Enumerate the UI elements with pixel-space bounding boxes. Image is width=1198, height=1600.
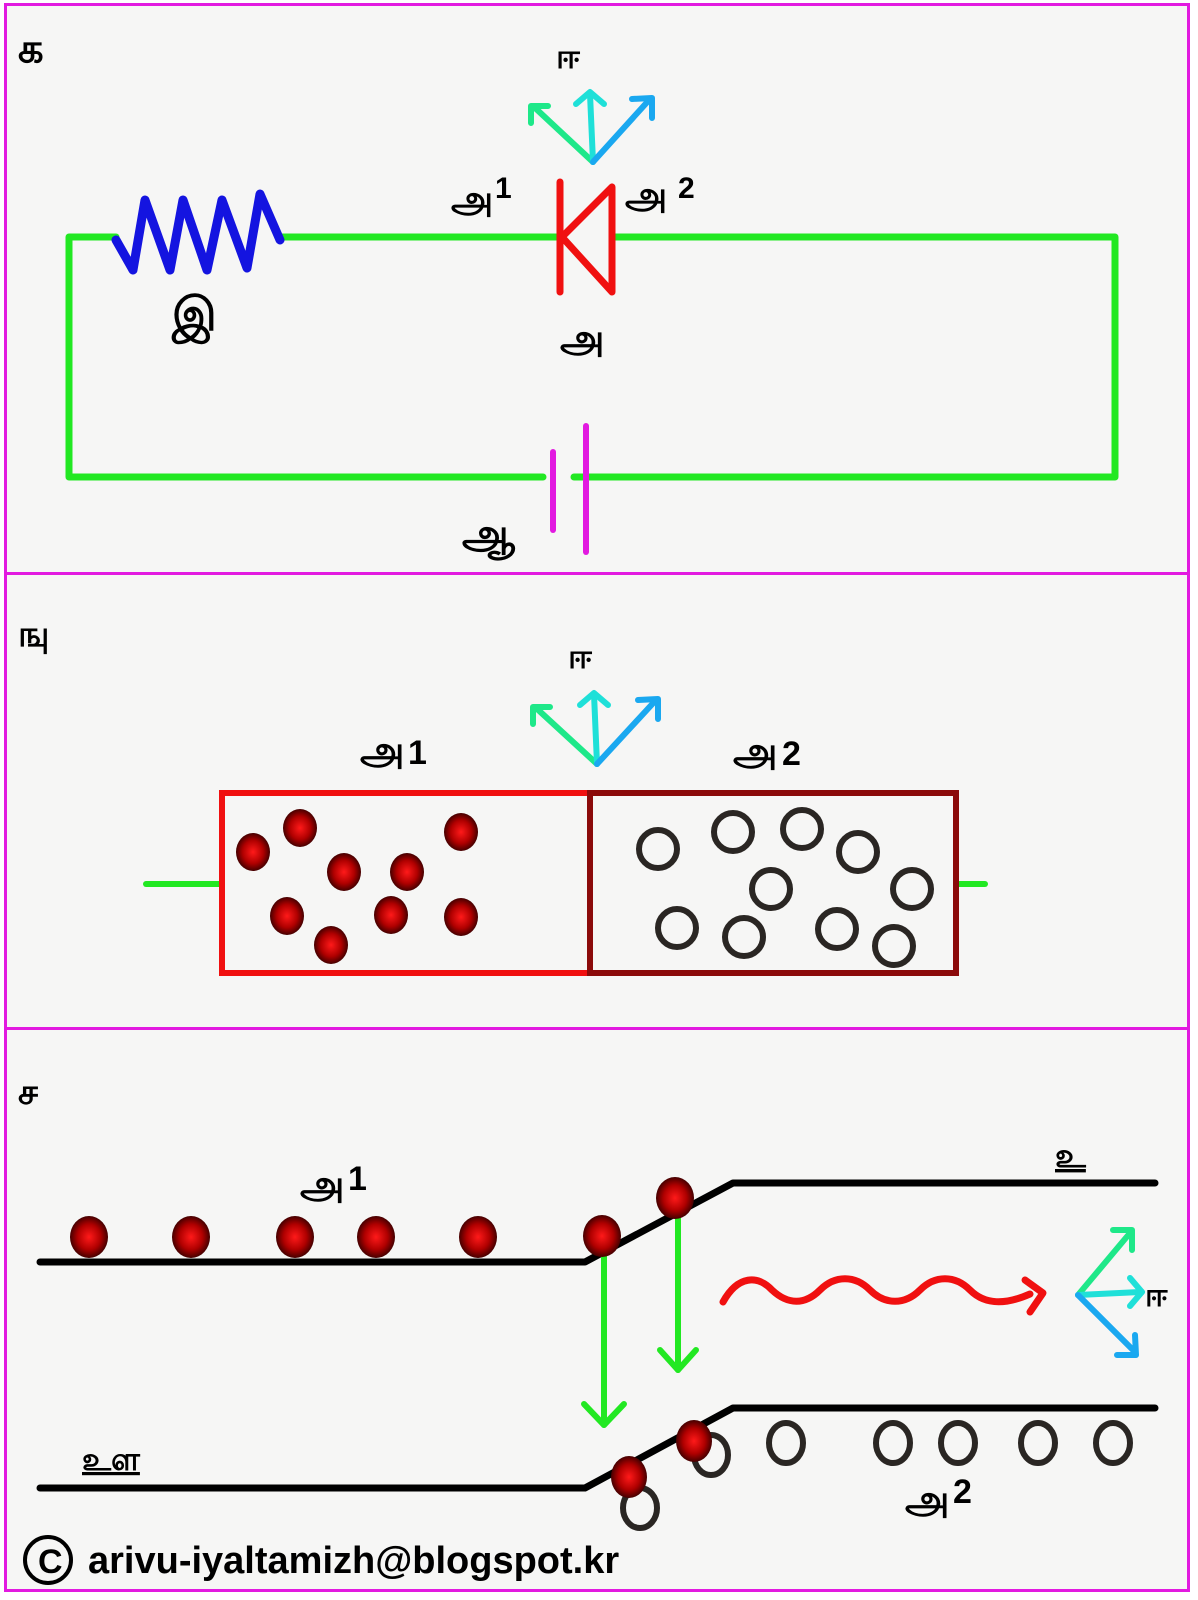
electron	[70, 1216, 108, 1258]
electron	[327, 853, 361, 891]
p-region-subscript: 2	[782, 735, 801, 773]
electron	[390, 853, 424, 891]
cathode-subscript: 2	[678, 172, 695, 205]
conduction-band-line	[36, 1179, 1159, 1266]
footer-credit: arivu-iyaltamizh@blogspot.kr	[88, 1540, 619, 1582]
electron	[583, 1215, 621, 1257]
diode-label: அ	[560, 316, 604, 362]
electron	[459, 1216, 497, 1258]
hole	[815, 907, 859, 951]
hole	[836, 830, 880, 874]
electron	[444, 813, 478, 851]
hole	[655, 906, 699, 950]
valence-band-line	[36, 1404, 1159, 1492]
photon-wave-arrowhead	[1021, 1276, 1047, 1316]
electron	[357, 1216, 395, 1258]
hole	[873, 1420, 913, 1466]
light-label-a: ஈ	[556, 37, 581, 77]
hole	[766, 1420, 806, 1466]
panel-label-ka: க	[18, 26, 44, 72]
battery-label: ஆ	[462, 509, 516, 561]
anode-label: அ	[451, 177, 493, 221]
anode-subscript: 1	[495, 172, 512, 205]
n-side-subscript: 1	[348, 1160, 367, 1198]
light-label-b: ஈ	[568, 637, 593, 677]
n-side-label: அ	[300, 1162, 344, 1208]
light-label-c: ஈ	[1145, 1276, 1168, 1314]
resistor-label: இ	[171, 287, 217, 345]
conduction-band-electrons	[70, 1177, 712, 1498]
electron	[314, 926, 348, 964]
copyright-icon	[23, 1535, 73, 1585]
p-region-holes	[636, 807, 934, 968]
hole	[780, 807, 824, 851]
led-diode-symbol	[556, 178, 616, 296]
p-side-label: அ	[905, 1477, 949, 1523]
electron	[276, 1216, 314, 1258]
panel-band-diagram	[4, 1027, 1190, 1592]
electron	[270, 897, 304, 935]
conduction-band-label: உ	[1055, 1136, 1087, 1176]
n-region-electrons	[236, 809, 478, 964]
electron	[236, 833, 270, 871]
resistor-symbol	[111, 189, 285, 275]
electron	[374, 896, 408, 934]
panel-label-sa: ச	[18, 1072, 38, 1113]
hole	[749, 867, 793, 911]
hole	[1018, 1420, 1058, 1466]
battery-symbol	[550, 423, 589, 555]
electron	[444, 898, 478, 936]
electron	[676, 1420, 712, 1462]
light-emission-arrows-icon	[528, 89, 655, 165]
n-region-label: அ	[360, 728, 404, 774]
valence-band-label: உள	[82, 1440, 141, 1478]
cathode-label: அ	[625, 173, 667, 217]
p-side-subscript: 2	[953, 1473, 972, 1511]
hole	[938, 1420, 978, 1466]
hole	[1093, 1420, 1133, 1466]
n-region-subscript: 1	[408, 734, 427, 772]
electron	[656, 1177, 694, 1219]
photon-wave-icon	[719, 1275, 1034, 1306]
hole	[890, 867, 934, 911]
copyright-c: C	[38, 1543, 63, 1581]
electron	[611, 1456, 647, 1498]
hole	[872, 924, 916, 968]
electron	[172, 1216, 210, 1258]
light-emission-arrows-icon	[1075, 1227, 1145, 1358]
panel-junction	[4, 572, 1190, 1030]
hole	[711, 810, 755, 854]
panel-label-nga: ஙு	[18, 614, 50, 655]
p-region-label: அ	[733, 729, 777, 775]
electron	[283, 809, 317, 847]
circuit-wire	[65, 233, 1119, 481]
light-emission-arrows-icon	[530, 690, 661, 767]
hole	[722, 915, 766, 959]
recombination-arrows	[581, 1212, 699, 1428]
p-region-box	[587, 790, 959, 976]
hole	[636, 827, 680, 871]
